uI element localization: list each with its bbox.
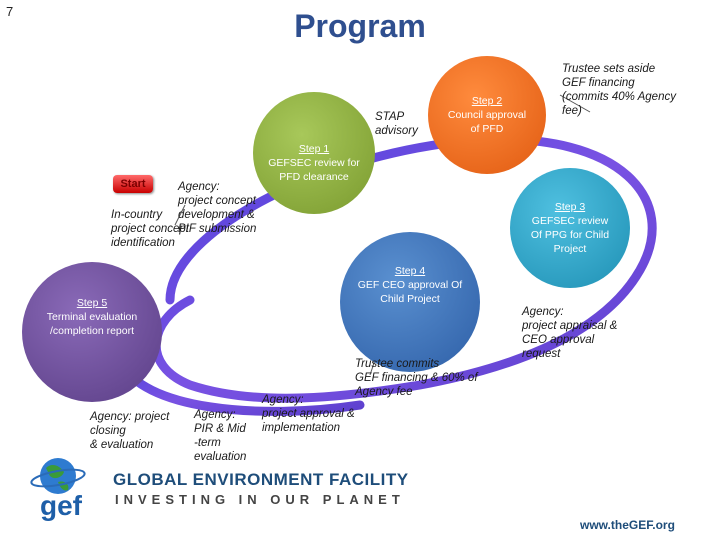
step-1-circle: Step 1 GEFSEC review for PFD clearance bbox=[253, 92, 375, 214]
step-2-text: Council approval of PFD bbox=[447, 109, 527, 135]
note-agency-pir: Agency: PIR & Mid -term evaluation bbox=[194, 409, 247, 463]
note-trustee-commits: Trustee commits GEF financing & 60% of A… bbox=[355, 358, 478, 398]
step-5-text: Terminal evaluation /completion report bbox=[46, 311, 138, 337]
note-agency-closing: Agency: project closing & evaluation bbox=[90, 411, 170, 451]
step-3-title: Step 3 bbox=[554, 201, 586, 213]
org-name: GLOBAL ENVIRONMENT FACILITY bbox=[113, 470, 409, 489]
note-agency-concept: Agency: project concept development & PI… bbox=[178, 181, 257, 235]
step-2-circle: Step 2 Council approval of PFD bbox=[428, 56, 546, 174]
note-trustee-sets-aside: Trustee sets aside GEF financing (commit… bbox=[562, 63, 676, 117]
step-5-title: Step 5 bbox=[76, 297, 108, 309]
step-3-circle: Step 3 GEFSEC review Of PPG for Child Pr… bbox=[510, 168, 630, 288]
website-url: www.theGEF.org bbox=[580, 518, 675, 532]
start-button: Start bbox=[113, 175, 153, 193]
step-3-text: GEFSEC review Of PPG for Child Project bbox=[530, 215, 610, 255]
step-4-text: GEF CEO approval Of Child Project bbox=[357, 279, 463, 305]
org-tagline: INVESTING IN OUR PLANET bbox=[115, 492, 405, 507]
note-agency-appraisal: Agency: project appraisal & CEO approval… bbox=[522, 306, 618, 360]
connector-line bbox=[174, 204, 186, 226]
page-title: Program bbox=[294, 8, 426, 44]
step-1-title: Step 1 bbox=[298, 143, 330, 155]
note-stap: STAP advisory bbox=[375, 111, 418, 137]
step-1-text: GEFSEC review for PFD clearance bbox=[268, 157, 360, 183]
slide-number: 7 bbox=[6, 4, 14, 19]
connector-line bbox=[559, 94, 591, 113]
note-agency-approval: Agency: project approval & implementatio… bbox=[262, 394, 355, 434]
globe-logo-icon bbox=[30, 458, 86, 494]
note-in-country: In-country project concept identificatio… bbox=[111, 209, 189, 249]
step-4-circle: Step 4 GEF CEO approval Of Child Project bbox=[340, 232, 480, 372]
step-5-circle: Step 5 Terminal evaluation /completion r… bbox=[22, 262, 162, 402]
gef-logo-text: gef bbox=[40, 490, 82, 521]
step-2-title: Step 2 bbox=[471, 95, 503, 107]
step-4-title: Step 4 bbox=[394, 265, 426, 277]
